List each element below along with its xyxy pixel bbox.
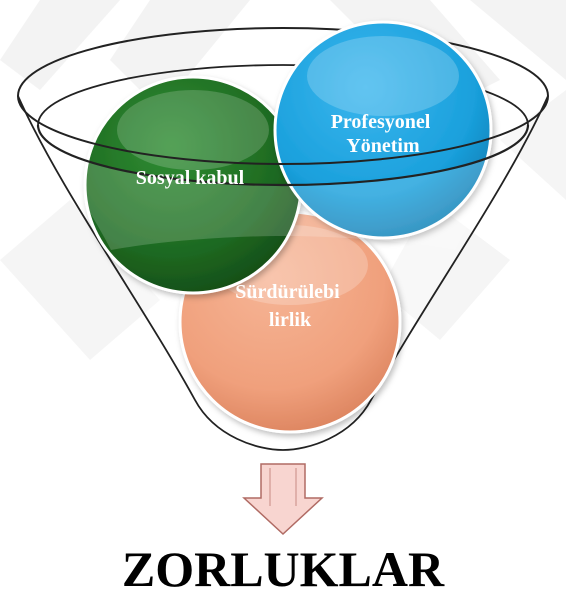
funnel-rim-front [17, 95, 549, 165]
label-surdurulebilirlik: Sürdürülebi lirlik [235, 281, 344, 331]
result-title: ZORLUKLAR [122, 541, 445, 597]
funnel-rim-inner-back [37, 64, 529, 126]
funnel-rim-back [17, 27, 549, 97]
funnel-rim-inner-front [36, 124, 530, 187]
label-profesyonel-yonetim: Profesyonel Yönetim [331, 111, 436, 157]
down-arrow-icon [242, 463, 324, 536]
circle-sosyal-kabul [83, 75, 303, 295]
funnel-front-glass [38, 125, 528, 250]
label-sosyal-kabul: Sosyal kabul [136, 167, 245, 189]
